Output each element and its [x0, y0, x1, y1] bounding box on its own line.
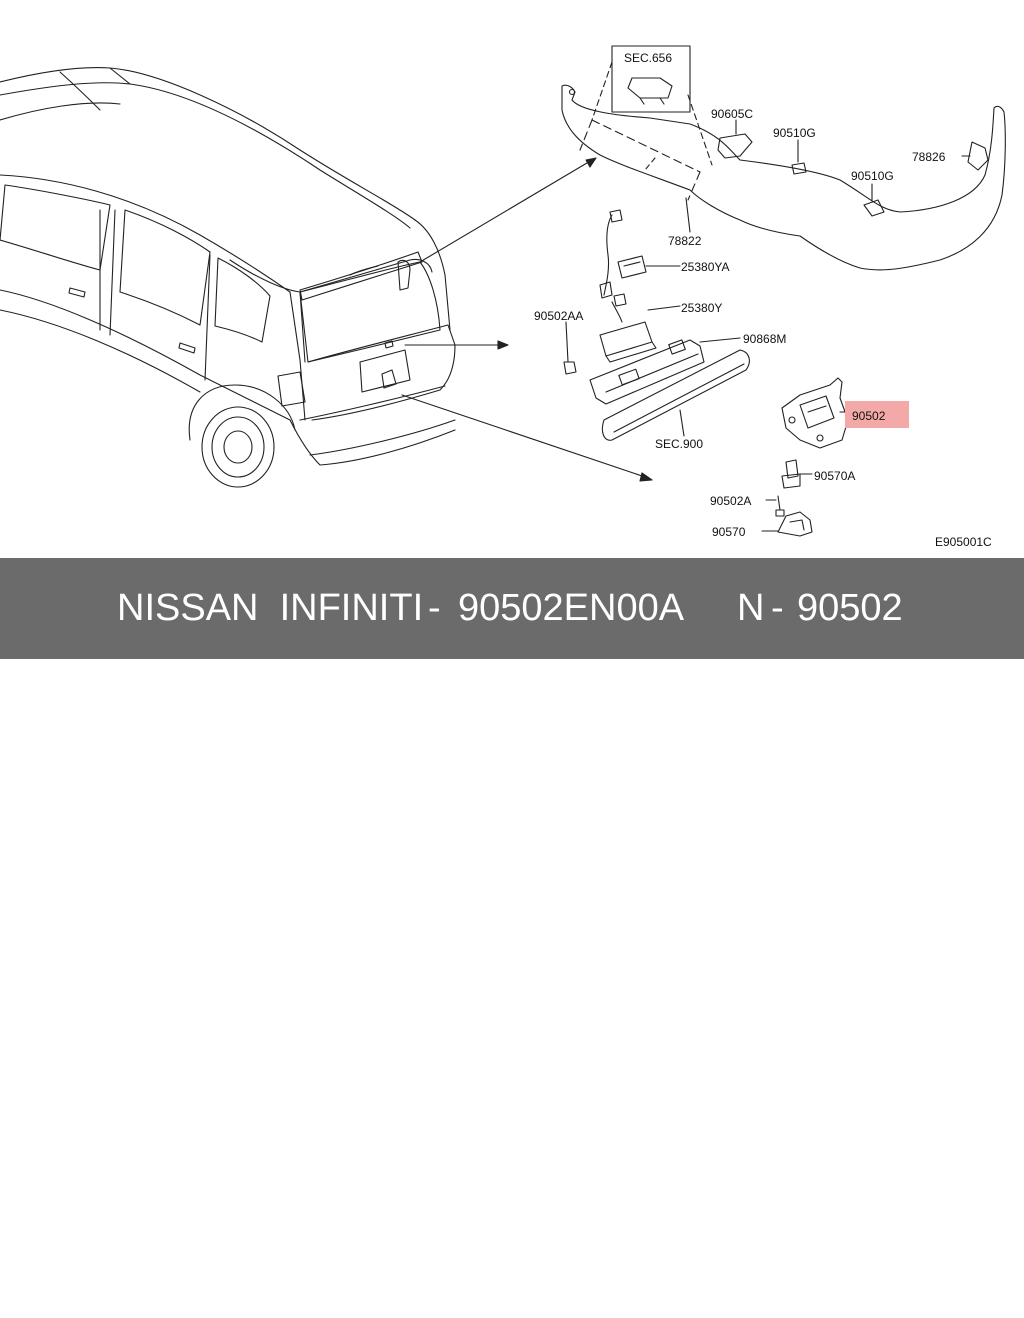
highlight-box-90502 — [845, 401, 909, 428]
latch-90502 — [781, 377, 849, 449]
label-78826: 78826 — [912, 150, 946, 164]
clip-90510g-a — [791, 162, 807, 175]
parts-diagram-drawing: SEC.656 90605C 90510G 90510G 78826 78822… — [0, 45, 1006, 549]
label-90510g-b: 90510G — [851, 169, 894, 183]
label-90570: 90570 — [712, 525, 746, 539]
clip-90605c — [717, 133, 753, 159]
label-90605c: 90605C — [711, 107, 753, 121]
footer-n-label: N — [737, 587, 765, 629]
label-90510g-a: 90510G — [773, 126, 816, 140]
bolt-90570a — [785, 459, 799, 479]
footer-n-number: 90502 — [797, 587, 903, 629]
switch-25380y — [599, 321, 653, 357]
label-sec900: SEC.900 — [655, 437, 703, 451]
label-78822: 78822 — [668, 234, 702, 248]
garnish-sec900 — [601, 349, 750, 441]
harness-25380ya — [603, 214, 613, 296]
leader-arrows — [401, 157, 653, 482]
footer-separator-2: - — [771, 587, 784, 629]
footer-part-number: 90502EN00A — [458, 587, 685, 629]
sec656-part — [627, 77, 673, 99]
label-90570a: 90570A — [814, 469, 855, 483]
label-90502a: 90502A — [710, 494, 751, 508]
footer-separator-1: - — [428, 587, 441, 629]
label-sec656: SEC.656 — [624, 51, 672, 65]
label-90502: 90502 — [852, 409, 886, 423]
sec656-box — [611, 45, 691, 113]
footer-brand: NISSAN INFINITI — [117, 587, 424, 629]
label-25380y: 25380Y — [681, 301, 722, 315]
screw-90502aa — [563, 361, 577, 375]
switch-25380ya — [617, 255, 647, 279]
label-25380ya: 25380YA — [681, 260, 730, 274]
back-door-trim-panel — [561, 61, 1006, 271]
part-info-footer: NISSAN INFINITI - 90502EN00A N - 90502 — [0, 558, 1024, 659]
vehicle-outline — [0, 67, 456, 488]
screw-90502a — [775, 509, 785, 517]
parts-diagram: SEC.656 90605C 90510G 90510G 78826 78822… — [0, 0, 1024, 558]
handle-90868m — [589, 339, 705, 405]
label-90502aa: 90502AA — [534, 309, 583, 323]
striker-90570 — [777, 511, 813, 537]
clip-90510g-b — [863, 199, 885, 217]
diagram-code: E905001C — [935, 535, 992, 549]
label-90868m: 90868M — [743, 332, 786, 346]
part-78826 — [967, 141, 989, 171]
